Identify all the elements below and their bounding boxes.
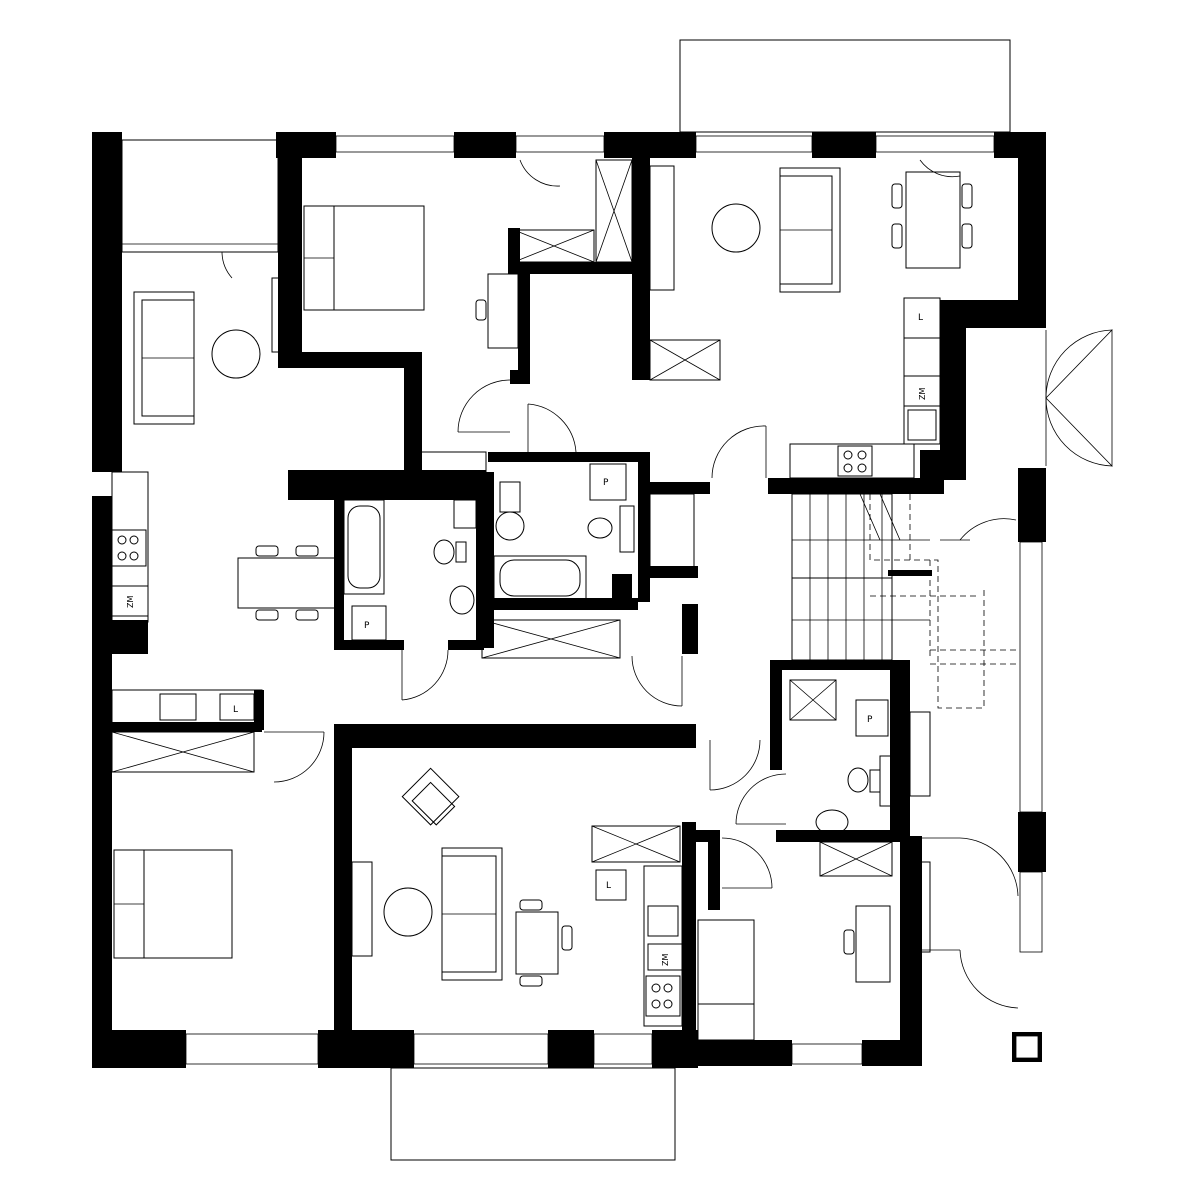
freezer-label-northeast: ZM (918, 388, 927, 400)
bathroom-lower-right-sink (499, 481, 521, 513)
shelf-northeast (649, 165, 675, 291)
column-marker (1012, 1032, 1042, 1062)
balcony-south (390, 1067, 676, 1161)
kitchen-south: L ZM (591, 825, 683, 1027)
single-bed-southeast (697, 919, 755, 1041)
interior-walls (112, 132, 944, 1042)
double-bed-southwest (113, 849, 233, 959)
pantry-label-east: P (867, 715, 873, 725)
double-bed-north (303, 205, 425, 311)
fridge-label-south: L (606, 881, 611, 891)
windows (185, 135, 1043, 1065)
storage-closet (649, 493, 695, 569)
bathroom-east: P (789, 679, 931, 835)
dining-table-northeast (891, 171, 973, 269)
pantry-label-west: P (364, 621, 370, 631)
balcony-north (679, 39, 1011, 133)
desk-southeast (843, 905, 891, 983)
shelf-south (351, 861, 373, 957)
doors (221, 159, 1113, 1009)
dining-table-south (515, 899, 573, 987)
kitchen-west: ZM L (111, 471, 263, 725)
wardrobe-centre (481, 619, 621, 659)
round-table-northwest (211, 329, 261, 379)
freezer-label-west: ZM (126, 596, 135, 608)
desk-north (475, 273, 519, 349)
pantry-label-centre: P (603, 478, 609, 488)
wardrobe-northeast (649, 339, 721, 381)
round-table-northeast (711, 203, 761, 253)
staircase (791, 493, 1017, 709)
sofa-northwest (133, 291, 195, 425)
wardrobe-north (513, 159, 633, 263)
fridge-label-northeast: L (918, 313, 923, 323)
kitchen-northeast: L ZM (789, 297, 941, 479)
balcony-northwest-loggia (121, 139, 279, 253)
sofa-northeast (779, 167, 841, 293)
shelf-hall (919, 861, 931, 953)
wardrobe-west (111, 731, 255, 773)
wardrobe-east (819, 841, 893, 877)
freezer-label-south: ZM (661, 954, 670, 966)
shelf-northwest (271, 277, 285, 353)
sofa-south (441, 847, 503, 981)
hall-cabinet (419, 451, 487, 473)
fridge-label-west: L (233, 705, 238, 715)
dining-table-west (237, 545, 337, 621)
bathroom-west: P (343, 499, 477, 641)
round-table-south (383, 887, 433, 937)
armchair (401, 767, 460, 826)
